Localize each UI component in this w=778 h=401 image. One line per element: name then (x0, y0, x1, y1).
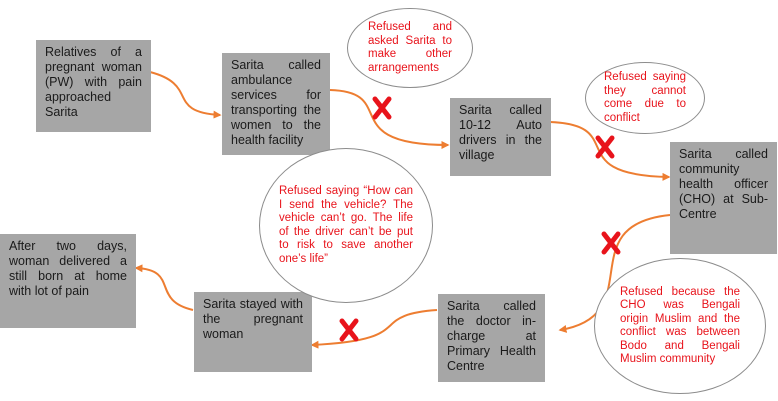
step-text: Sarita called 10-12 Auto drivers in the … (459, 103, 542, 162)
arrow-s3-to-s4 (549, 121, 671, 181)
arrow-s5-to-s6 (310, 309, 438, 349)
response-auto-drivers-refused: Refused saying they cannot come due to c… (585, 62, 705, 134)
red-cross-icon (601, 231, 621, 255)
response-ambulance-refused: Refused and asked Sarita to make other a… (347, 8, 473, 88)
step-text: After two days, woman delivered a still … (9, 239, 127, 298)
step-call-ambulance: Sarita called ambulance services for tra… (222, 53, 330, 155)
response-text: Refused and asked Sarita to make other a… (368, 21, 452, 74)
response-cho-refused: Refused because the CHO was Bengali orig… (594, 258, 766, 394)
step-still-birth-outcome: After two days, woman delivered a still … (0, 234, 136, 328)
response-text: Refused because the CHO was Bengali orig… (620, 285, 740, 366)
step-text: Sarita called the doctor in-charge at Pr… (447, 299, 536, 373)
step-call-cho: Sarita called community health officer (… (670, 142, 777, 254)
response-vehicle-refused: Refused saying “How can I send the vehic… (259, 148, 433, 303)
arrow-s4-to-s5 (558, 214, 671, 333)
red-cross-icon (372, 96, 392, 120)
red-cross-icon (339, 318, 359, 342)
step-text: Sarita called ambulance services for tra… (231, 58, 321, 147)
step-call-phc-doctor: Sarita called the doctor in-charge at Pr… (438, 294, 545, 382)
response-text: Refused saying they cannot come due to c… (604, 71, 686, 124)
arrow-s1-to-s2 (149, 71, 222, 119)
step-text: Sarita stayed with the pregnant woman (203, 297, 303, 341)
red-cross-icon (595, 135, 615, 159)
step-text: Relatives of a pregnant woman (PW) with … (45, 45, 142, 119)
step-stayed-with-woman: Sarita stayed with the pregnant woman (194, 292, 312, 372)
step-text: Sarita called community health officer (… (679, 147, 768, 221)
step-relatives-approach: Relatives of a pregnant woman (PW) with … (36, 40, 151, 132)
step-call-auto-drivers: Sarita called 10-12 Auto drivers in the … (450, 98, 551, 176)
arrow-s6-to-s7 (134, 264, 194, 311)
response-text: Refused saying “How can I send the vehic… (279, 185, 413, 265)
